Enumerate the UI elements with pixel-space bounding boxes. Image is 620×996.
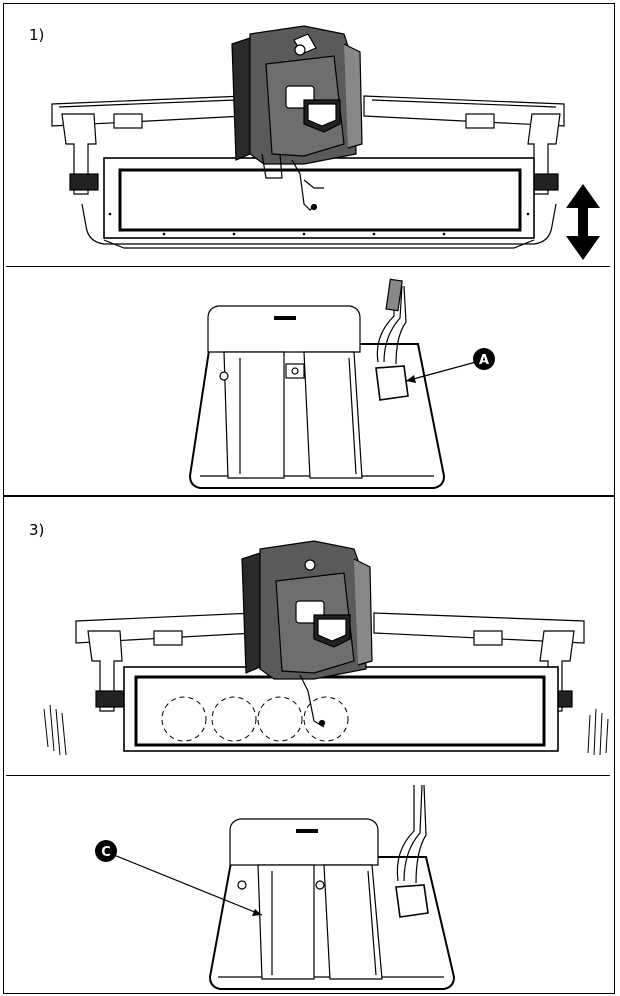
section-divider — [6, 266, 610, 267]
step-label: 3) — [29, 521, 45, 539]
vibration-lines-icon — [43, 704, 609, 756]
callout-label: A — [479, 353, 489, 368]
foot-pedal-icon: A — [188, 278, 495, 489]
vertical-double-arrow-icon — [566, 184, 600, 260]
callout-label: C — [101, 845, 111, 860]
sewing-machine-frame-icon — [51, 25, 565, 249]
step-panel-1: 1) — [3, 3, 615, 496]
step-panel-3: 3) — [3, 496, 615, 994]
sewing-machine-frame-icon — [43, 540, 609, 756]
step-label: 1) — [29, 26, 45, 44]
section-divider — [6, 775, 610, 776]
foot-pedal-icon: C — [95, 784, 456, 990]
